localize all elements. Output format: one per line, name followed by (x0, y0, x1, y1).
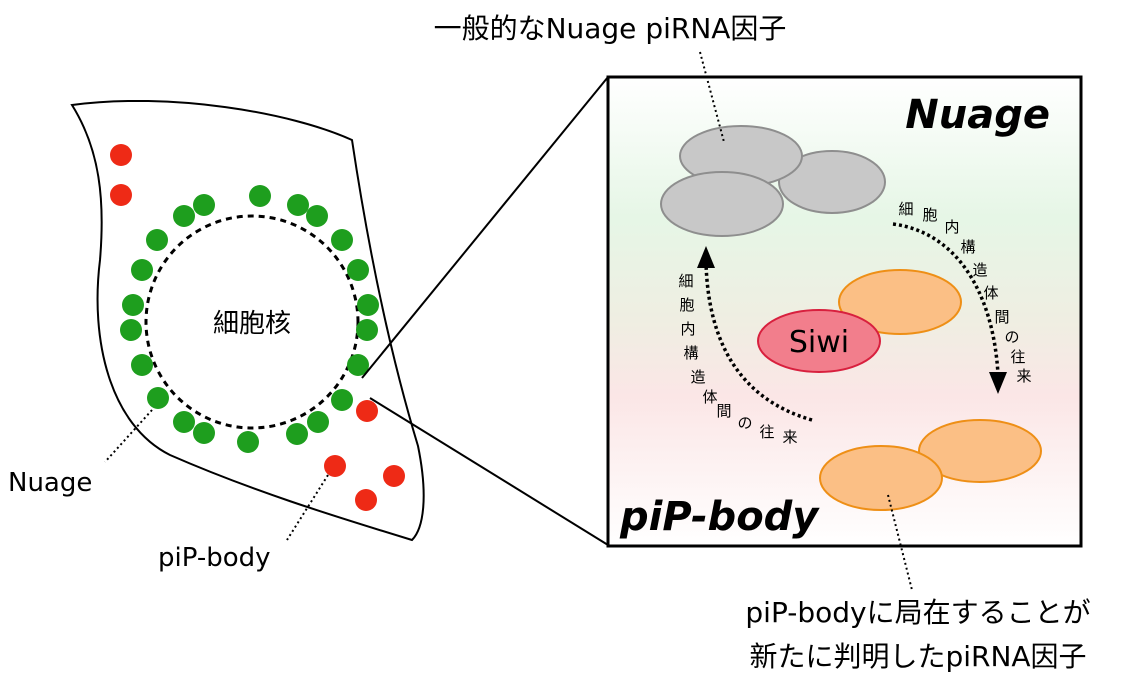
arrowhead-up (697, 246, 715, 268)
top-caption-leader (699, 51, 725, 143)
transport-label-left-char: 造 (690, 368, 705, 386)
transport-label-left-char: 胞 (679, 296, 694, 314)
transport-label-right-char: 往 (1010, 348, 1025, 366)
transport-arrow-up (704, 261, 813, 422)
nuage-label-left: Nuage (8, 468, 92, 498)
nucleus-label: 細胞核 (213, 309, 291, 339)
pip-body-granules (110, 144, 405, 511)
transport-label-left-char: 内 (680, 320, 695, 338)
transport-label-right-char: 内 (944, 218, 959, 236)
pip-body-label-left: piP-body (158, 543, 271, 573)
nuage-granules (120, 185, 379, 453)
zoom-line-bottom (369, 397, 609, 546)
transport-label-left: 細胞内構造体間の往来 (678, 272, 797, 446)
bottom-caption-line2: 新たに判明したpiRNA因子 (749, 640, 1086, 673)
transport-label-left-char: 構 (683, 344, 698, 362)
transport-label-right: 細胞内構造体間の往来 (898, 200, 1031, 385)
pip-body-label-panel: piP-body (619, 494, 820, 540)
transport-label-left-char: 間 (716, 402, 731, 420)
siwi-label: Siwi (789, 325, 849, 360)
transport-label-right-char: 来 (1016, 367, 1031, 385)
bottom-caption-line1: piP-bodyに局在することが (745, 596, 1090, 629)
zoom-line-top (361, 76, 609, 379)
nuage-factor-clouds (660, 125, 886, 237)
transport-label-right-char: の (1004, 328, 1019, 346)
transport-label-left-char: 往 (759, 423, 774, 441)
transport-label-left-char: の (737, 414, 752, 432)
nuage-label-panel: Nuage (905, 92, 1050, 138)
transport-label-right-char: 体 (983, 284, 998, 302)
arrowhead-down (989, 372, 1007, 394)
cell-outline (70, 99, 425, 542)
transport-label-right-char: 構 (960, 238, 975, 256)
siwi-protein (757, 309, 881, 373)
nuage-leader-line (104, 409, 153, 463)
cell-illustration: 細胞核 Nuage piP-body (8, 99, 425, 573)
top-caption: 一般的なNuage piRNA因子 (434, 12, 787, 45)
transport-label-left-char: 細 (678, 272, 693, 290)
transport-label-right-char: 胞 (922, 206, 937, 224)
transport-arrow-down (892, 222, 1000, 375)
zoom-panel: Nuage Siwi 細胞内構造体間の往来 細胞内構造体間の往来 piP-bod… (606, 75, 1083, 548)
pip-body-factors (819, 269, 1042, 511)
transport-label-right-char: 造 (972, 261, 987, 279)
transport-label-right-char: 細 (898, 200, 913, 218)
transport-label-left-char: 体 (702, 388, 717, 406)
nucleus-envelope (144, 214, 360, 430)
bottom-caption-leader (887, 494, 913, 591)
transport-label-right-char: 間 (994, 308, 1009, 326)
transport-label-left-char: 来 (782, 428, 797, 446)
